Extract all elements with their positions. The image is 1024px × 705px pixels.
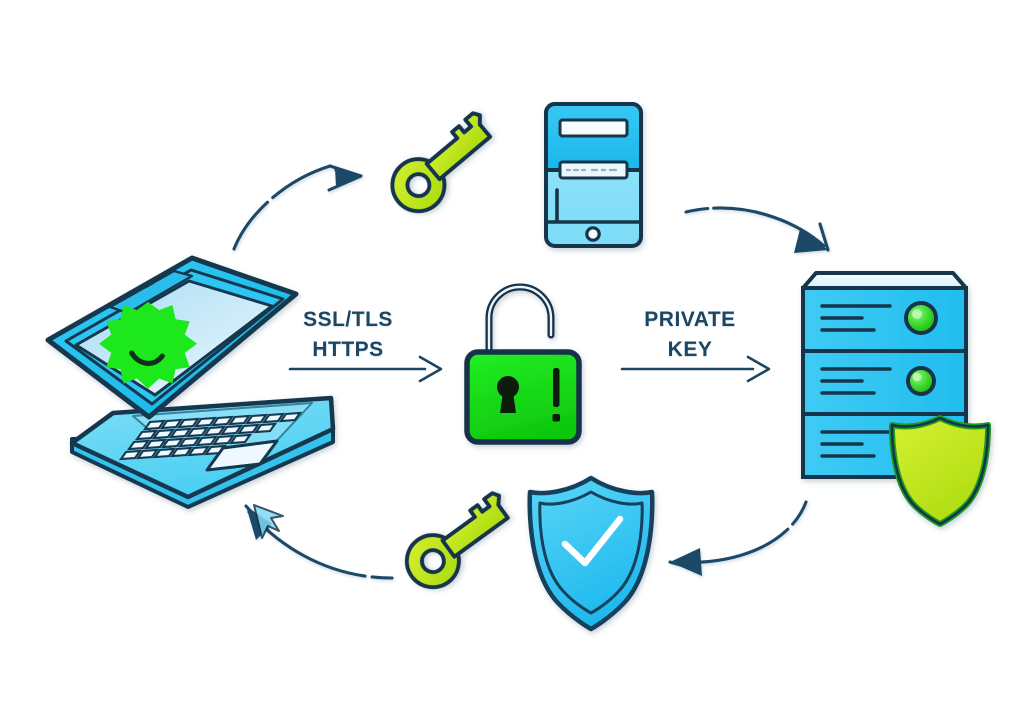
tower-drive-bay-top bbox=[558, 118, 629, 138]
arrow-curved-top-right bbox=[684, 206, 830, 253]
gear-icon bbox=[99, 301, 197, 389]
laptop-keyboard bbox=[118, 411, 303, 461]
arrow-curved-bottom-right bbox=[668, 500, 808, 576]
padlock-open-icon bbox=[464, 283, 582, 445]
mouse-cursor-icon bbox=[253, 504, 284, 539]
check-icon bbox=[561, 515, 624, 567]
server-led-2 bbox=[906, 366, 936, 396]
arrow-padlock-to-server bbox=[620, 355, 771, 383]
padlock-exclamation-mark bbox=[552, 368, 560, 422]
label-ssl-tls-https: SSL/TLS HTTPS bbox=[303, 308, 393, 361]
arrow-curved-top-left bbox=[232, 164, 363, 251]
server-shield-badge bbox=[888, 415, 992, 527]
server-icon bbox=[801, 271, 992, 527]
tower-icon bbox=[544, 102, 643, 248]
laptop-icon bbox=[45, 255, 336, 509]
tower-power-button bbox=[585, 226, 601, 242]
laptop-trackpad bbox=[205, 439, 279, 472]
key-top bbox=[390, 111, 493, 214]
padlock-keyhole bbox=[497, 376, 519, 413]
shield-check-icon bbox=[527, 475, 655, 632]
server-led-1 bbox=[904, 301, 938, 335]
label-private-key: PRIVATE KEY bbox=[644, 308, 736, 361]
arrow-laptop-to-padlock bbox=[288, 355, 443, 383]
padlock-body bbox=[464, 349, 582, 445]
key-bottom bbox=[404, 491, 510, 590]
